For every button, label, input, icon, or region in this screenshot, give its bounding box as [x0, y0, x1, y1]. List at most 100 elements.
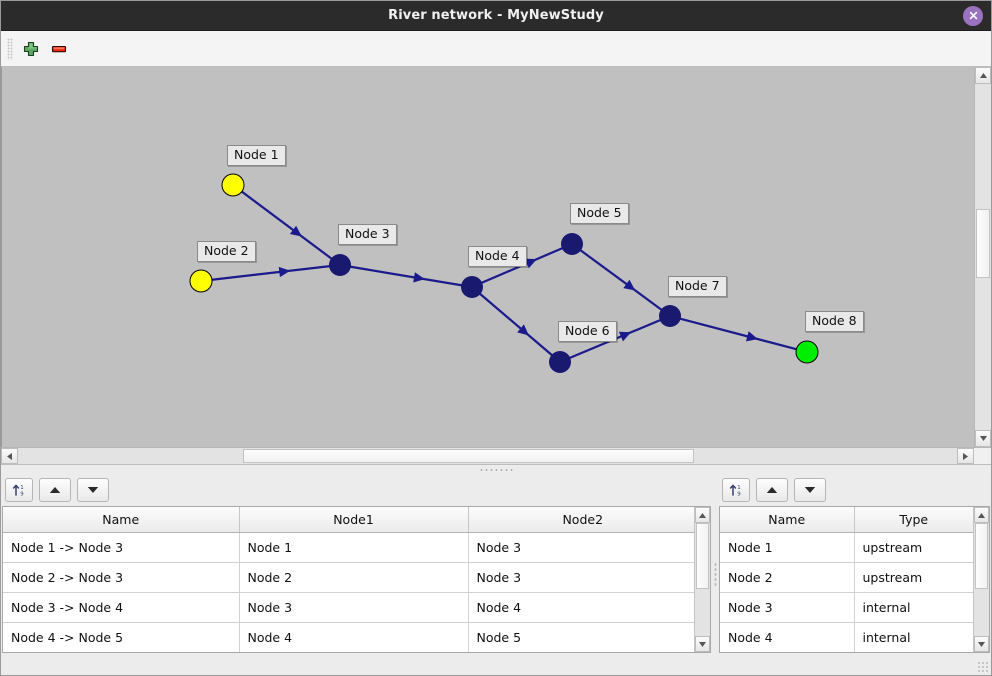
column-header[interactable]: Node2 — [468, 507, 694, 533]
reaches-scroll-down-button[interactable] — [695, 636, 710, 652]
resize-grip[interactable] — [977, 661, 989, 673]
nodes-scroll-down-button[interactable] — [974, 636, 989, 652]
graph-node-label[interactable]: Node 4 — [468, 246, 527, 267]
table-cell[interactable]: Node 4 — [239, 622, 469, 652]
scroll-right-button[interactable] — [957, 448, 974, 464]
column-header[interactable]: Name — [3, 507, 240, 533]
graph-area: Node 1 Node 2 Node 3 Node 4 Node 5 Node 6 Node… — [1, 67, 991, 464]
column-header[interactable]: Type — [854, 507, 973, 533]
reaches-move-up-button[interactable] — [39, 478, 71, 502]
nodes-move-down-button[interactable] — [794, 478, 826, 502]
graph-node-label[interactable]: Node 8 — [805, 311, 864, 332]
table-cell[interactable]: internal — [854, 622, 973, 652]
graph-node-label[interactable]: Node 6 — [558, 321, 617, 342]
column-header[interactable]: Node1 — [239, 507, 469, 533]
graph-edge[interactable] — [240, 190, 333, 260]
graph-node[interactable] — [461, 276, 483, 298]
scroll-left-button[interactable] — [1, 448, 18, 464]
table-cell[interactable]: Node 3 — [239, 592, 469, 623]
splitter-grip — [479, 467, 513, 472]
scroll-up-button[interactable] — [975, 67, 991, 84]
graph-edge[interactable] — [210, 265, 331, 281]
graph-edge[interactable] — [478, 292, 554, 357]
canvas-hscroll-track[interactable] — [18, 448, 957, 464]
reaches-move-down-button[interactable] — [77, 478, 109, 502]
reaches-vscroll-track[interactable] — [695, 523, 710, 636]
table-cell[interactable]: Node 2 — [720, 562, 855, 593]
table-cell[interactable]: upstream — [854, 532, 973, 563]
graph-node[interactable] — [561, 233, 583, 255]
nodes-sort-button[interactable]: 1 9 — [722, 478, 750, 502]
graph-node[interactable] — [549, 351, 571, 373]
vertical-splitter[interactable] — [712, 474, 718, 675]
nodes-move-up-button[interactable] — [756, 478, 788, 502]
table-cell[interactable]: Node 3 — [468, 532, 694, 563]
graph-node[interactable] — [795, 340, 819, 364]
reaches-vertical-scrollbar[interactable] — [694, 507, 710, 652]
graph-node-label[interactable]: Node 1 — [227, 145, 286, 166]
table-cell[interactable]: Node 2 -> Node 3 — [3, 562, 240, 593]
table-cell[interactable]: Node 2 — [239, 562, 469, 593]
table-cell[interactable]: internal — [854, 592, 973, 623]
minus-icon — [51, 45, 67, 52]
graph-edge[interactable] — [679, 317, 798, 351]
toolbar-grip[interactable] — [7, 37, 13, 60]
horizontal-splitter[interactable] — [1, 464, 991, 474]
table-cell[interactable]: Node 3 — [468, 562, 694, 593]
graph-node[interactable] — [221, 173, 245, 197]
column-header[interactable]: Name — [720, 507, 855, 533]
canvas-vscroll-track[interactable] — [975, 84, 991, 430]
graph-node[interactable] — [189, 269, 213, 293]
graph-node[interactable] — [659, 305, 681, 327]
table-cell[interactable]: Node 4 -> Node 5 — [3, 622, 240, 652]
graph-edge[interactable] — [579, 249, 663, 311]
graph-node-label[interactable]: Node 5 — [570, 203, 629, 224]
graph-node-label[interactable]: Node 3 — [338, 224, 397, 245]
edge-arrow-icon — [517, 324, 529, 336]
table-cell[interactable]: Node 1 — [239, 532, 469, 563]
table-cell[interactable]: upstream — [854, 562, 973, 593]
canvas-vscroll-thumb[interactable] — [976, 208, 990, 278]
graph-edge[interactable] — [349, 265, 463, 287]
remove-node-button[interactable] — [45, 35, 73, 63]
table-cell[interactable]: Node 5 — [468, 622, 694, 652]
canvas-vertical-scrollbar[interactable] — [974, 67, 991, 447]
table-cell[interactable]: Node 3 -> Node 4 — [3, 592, 240, 623]
table-cell[interactable]: Node 4 — [720, 622, 855, 652]
close-icon[interactable] — [963, 5, 983, 26]
nodes-vscroll-track[interactable] — [974, 523, 989, 636]
nodes-scroll-up-button[interactable] — [974, 507, 989, 523]
scroll-down-button[interactable] — [975, 430, 991, 447]
canvas-hscroll-thumb[interactable] — [243, 449, 695, 463]
graph-node-label[interactable]: Node 7 — [668, 276, 727, 297]
vertical-splitter-grip — [713, 561, 717, 588]
reaches-vscroll-thumb[interactable] — [696, 523, 709, 589]
table-cell[interactable]: Node 4 — [468, 592, 694, 623]
table-cell[interactable]: Node 1 -> Node 3 — [3, 532, 240, 563]
table-cell[interactable]: Node 3 — [720, 592, 855, 623]
reaches-sort-button[interactable]: 1 9 — [5, 478, 33, 502]
canvas-horizontal-scrollbar[interactable] — [1, 447, 991, 464]
graph-node[interactable] — [329, 254, 351, 276]
network-diagram-canvas[interactable]: Node 1 Node 2 Node 3 Node 4 Node 5 Node 6 Node… — [1, 67, 974, 447]
add-node-button[interactable] — [17, 35, 45, 63]
reaches-scroll-up-button[interactable] — [695, 507, 710, 523]
nodes-vertical-scrollbar[interactable] — [973, 507, 989, 652]
nodes-vscroll-thumb[interactable] — [975, 523, 988, 589]
table-cell[interactable]: Node 1 — [720, 532, 855, 563]
graph-node-label[interactable]: Node 2 — [197, 241, 256, 262]
